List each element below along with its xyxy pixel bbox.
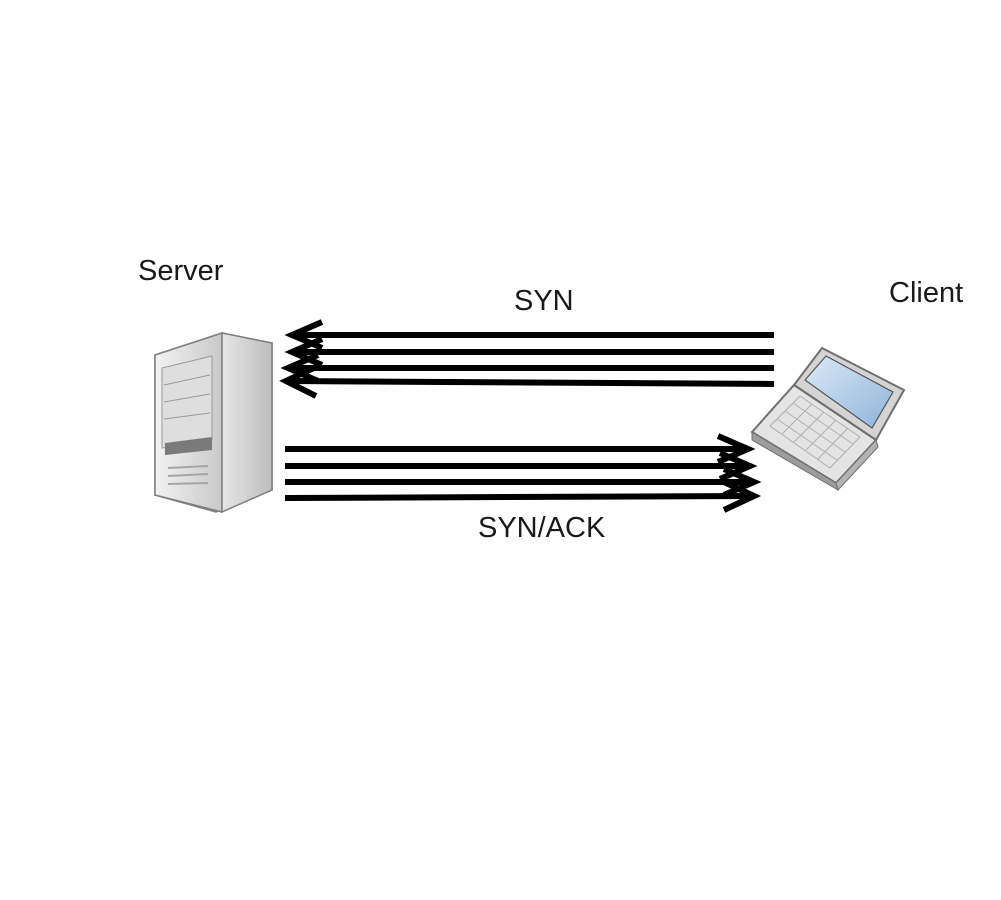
syn-arrow xyxy=(279,364,775,399)
syn-arrow xyxy=(284,319,774,351)
synack-arrows xyxy=(284,433,762,513)
synack-arrow xyxy=(285,433,756,465)
syn-arrow xyxy=(280,352,774,384)
client-label: Client xyxy=(889,277,964,309)
synack-message-label: SYN/ACK xyxy=(478,512,606,544)
laptop-icon xyxy=(750,346,906,492)
server-label: Server xyxy=(138,255,224,287)
synack-arrow xyxy=(285,450,758,482)
synack-arrow xyxy=(284,479,762,513)
syn-arrows xyxy=(279,319,775,399)
syn-arrow xyxy=(284,336,774,368)
server-tower-icon xyxy=(154,331,273,514)
syn-message-label: SYN xyxy=(514,285,574,317)
synack-arrow xyxy=(285,466,762,498)
